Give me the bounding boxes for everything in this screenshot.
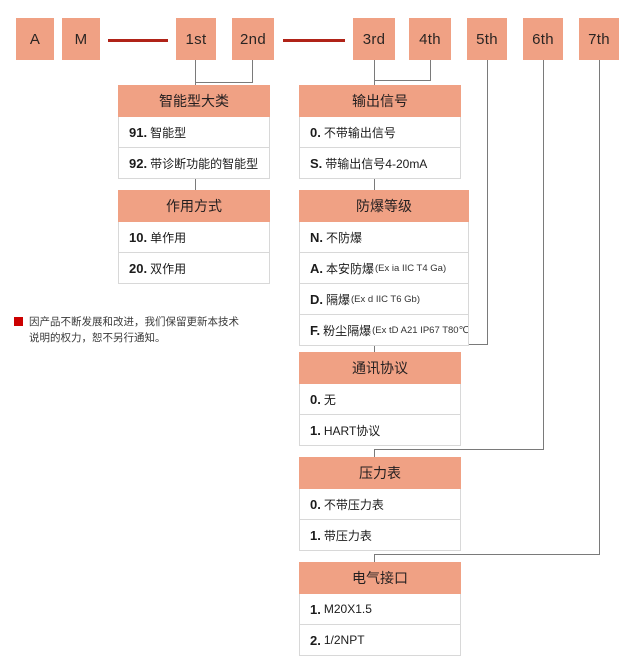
option-table-pressure-gauge: 压力表 0. 不带压力表 1. 带压力表 — [299, 457, 461, 551]
connector-4th-seg1 — [430, 60, 431, 80]
square-bullet-icon — [14, 317, 23, 326]
row-desc: 粉尘隔爆 — [323, 323, 372, 338]
connector-6th-seg3 — [374, 449, 375, 458]
table-row: 20. 双作用 — [118, 253, 270, 284]
row-desc: 无 — [323, 392, 336, 407]
row-code: S. — [310, 155, 323, 171]
table-row: D. 隔爆 (Ex d IIC T6 Gb) — [299, 284, 469, 315]
row-desc: M20X1.5 — [323, 602, 372, 616]
connector-6th-seg1 — [543, 60, 544, 449]
connector-5th-seg3 — [374, 344, 375, 353]
connector-7th-seg3 — [374, 554, 375, 563]
row-code: 91. — [129, 124, 148, 140]
footnote-text: 因产品不断发展和改进，我们保留更新本技术说明的权力，恕不另行通知。 — [29, 316, 239, 344]
row-desc: 不防爆 — [326, 230, 363, 245]
footnote: 因产品不断发展和改进，我们保留更新本技术说明的权力，恕不另行通知。 — [14, 314, 246, 346]
table-row: 0. 不带输出信号 — [299, 117, 461, 148]
connector-1st — [195, 60, 196, 85]
option-table-output-signal: 输出信号 0. 不带输出信号 S. 带输出信号4-20mA — [299, 85, 461, 179]
table-row: 0. 不带压力表 — [299, 489, 461, 520]
option-table-explosion-proof-grade: 防爆等级 N. 不防爆 A. 本安防爆 (Ex ia IIC T4 Ga) D.… — [299, 190, 469, 346]
row-desc: 带诊断功能的智能型 — [150, 156, 259, 171]
table-title: 输出信号 — [299, 85, 461, 117]
row-code: 10. — [129, 229, 148, 245]
connector-3rd — [374, 60, 375, 85]
connector-7th-seg1 — [599, 60, 600, 554]
table-row: F. 粉尘隔爆 (Ex tD A21 IP67 T80℃) — [299, 315, 469, 346]
code-box-6th: 6th — [523, 18, 563, 60]
row-desc: 智能型 — [150, 125, 187, 140]
table-title: 作用方式 — [118, 190, 270, 222]
table-title: 防爆等级 — [299, 190, 469, 222]
row-code: 0. — [310, 124, 321, 140]
code-box-2nd: 2nd — [232, 18, 274, 60]
row-desc: 本安防爆 — [326, 261, 375, 276]
row-desc: HART协议 — [323, 423, 381, 438]
row-code: 1. — [310, 422, 321, 438]
table-row: A. 本安防爆 (Ex ia IIC T4 Ga) — [299, 253, 469, 284]
table-row: 2. 1/2NPT — [299, 625, 461, 656]
option-table-electrical-interface: 电气接口 1. M20X1.5 2. 1/2NPT — [299, 562, 461, 656]
row-code: 0. — [310, 391, 321, 407]
connector-4th-seg2 — [374, 80, 431, 81]
option-table-intelligent-category: 智能型大类 91. 智能型 92. 带诊断功能的智能型 — [118, 85, 270, 179]
code-box-1st: 1st — [176, 18, 216, 60]
row-code: 2. — [310, 632, 321, 648]
table-row: 1. M20X1.5 — [299, 594, 461, 625]
row-desc: 带压力表 — [323, 528, 372, 543]
connector-2nd-seg2 — [195, 82, 253, 83]
code-box-7th: 7th — [579, 18, 619, 60]
table-row: N. 不防爆 — [299, 222, 469, 253]
table-title: 压力表 — [299, 457, 461, 489]
table-row: 10. 单作用 — [118, 222, 270, 253]
row-desc: 不带压力表 — [323, 497, 384, 512]
table-row: 0. 无 — [299, 384, 461, 415]
row-code: N. — [310, 229, 323, 245]
code-box-a: A — [16, 18, 54, 60]
connector-6th-seg2 — [374, 449, 544, 450]
table-row: 1. 带压力表 — [299, 520, 461, 551]
code-box-3rd: 3rd — [353, 18, 395, 60]
row-desc: 1/2NPT — [323, 633, 365, 647]
table-row: S. 带输出信号4-20mA — [299, 148, 461, 179]
row-note: (Ex tD A21 IP67 T80℃) — [372, 324, 469, 336]
row-note: (Ex ia IIC T4 Ga) — [375, 262, 447, 274]
table-title: 电气接口 — [299, 562, 461, 594]
code-box-4th: 4th — [409, 18, 451, 60]
row-code: 20. — [129, 260, 148, 276]
row-code: 1. — [310, 601, 321, 617]
table-title: 智能型大类 — [118, 85, 270, 117]
table-title: 通讯协议 — [299, 352, 461, 384]
separator-dash-2 — [283, 39, 345, 42]
table-row: 91. 智能型 — [118, 117, 270, 148]
option-table-action-mode: 作用方式 10. 单作用 20. 双作用 — [118, 190, 270, 284]
row-code: F. — [310, 322, 321, 338]
row-code: 92. — [129, 155, 148, 171]
table-row: 92. 带诊断功能的智能型 — [118, 148, 270, 179]
table-row: 1. HART协议 — [299, 415, 461, 446]
row-desc: 带输出信号4-20mA — [325, 156, 428, 171]
row-code: 0. — [310, 496, 321, 512]
connector-2nd-seg1 — [252, 60, 253, 82]
option-table-communication-protocol: 通讯协议 0. 无 1. HART协议 — [299, 352, 461, 446]
connector-7th-seg2 — [374, 554, 600, 555]
row-desc: 双作用 — [150, 261, 187, 276]
code-box-m: M — [62, 18, 100, 60]
row-desc: 单作用 — [150, 230, 187, 245]
row-desc: 隔爆 — [326, 292, 351, 307]
separator-dash-1 — [108, 39, 168, 42]
row-code: 1. — [310, 527, 321, 543]
row-code: D. — [310, 291, 323, 307]
row-desc: 不带输出信号 — [323, 125, 396, 140]
connector-5th-seg1 — [487, 60, 488, 344]
row-note: (Ex d IIC T6 Gb) — [351, 293, 420, 305]
row-code: A. — [310, 260, 323, 276]
code-box-5th: 5th — [467, 18, 507, 60]
